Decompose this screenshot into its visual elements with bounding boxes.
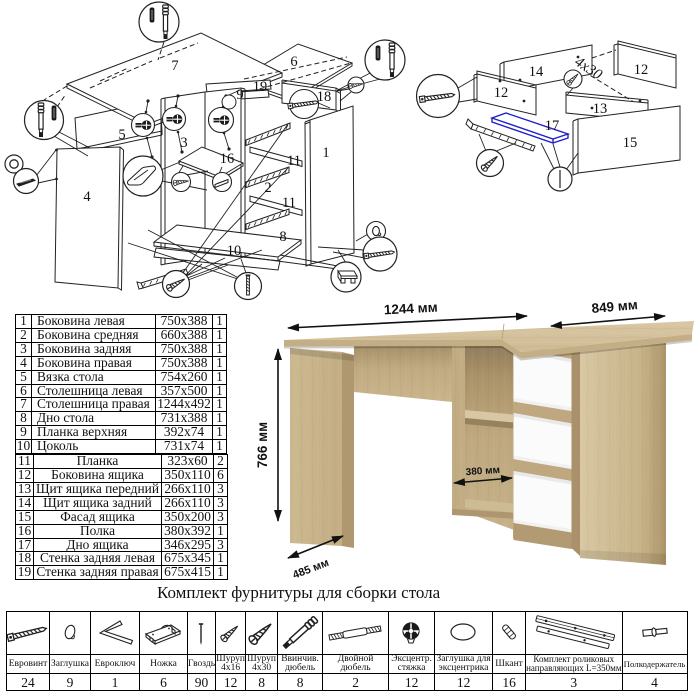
svg-text:380 мм: 380 мм [465, 465, 500, 478]
svg-text:485 мм: 485 мм [291, 557, 330, 582]
svg-text:13: 13 [593, 101, 608, 117]
svg-text:15: 15 [623, 135, 638, 151]
svg-text:3: 3 [180, 135, 187, 151]
svg-text:11: 11 [287, 153, 301, 169]
svg-text:12: 12 [634, 62, 649, 78]
svg-text:17: 17 [545, 118, 560, 134]
svg-text:1244 мм: 1244 мм [384, 300, 438, 318]
svg-text:10: 10 [227, 243, 242, 259]
svg-text:6: 6 [290, 54, 297, 70]
svg-text:12: 12 [494, 85, 509, 101]
svg-text:11: 11 [282, 195, 296, 211]
svg-text:9: 9 [236, 87, 243, 103]
svg-text:2: 2 [264, 180, 271, 196]
svg-text:766 мм: 766 мм [255, 422, 270, 468]
svg-text:1: 1 [322, 145, 329, 161]
svg-text:8: 8 [279, 229, 286, 245]
svg-text:14: 14 [529, 64, 544, 80]
svg-text:16: 16 [220, 151, 235, 167]
svg-text:4: 4 [83, 189, 91, 205]
svg-text:18: 18 [317, 89, 332, 105]
svg-text:849 мм: 849 мм [591, 297, 638, 316]
svg-text:5: 5 [118, 127, 125, 143]
svg-text:19: 19 [253, 79, 268, 95]
svg-text:7: 7 [171, 58, 178, 74]
